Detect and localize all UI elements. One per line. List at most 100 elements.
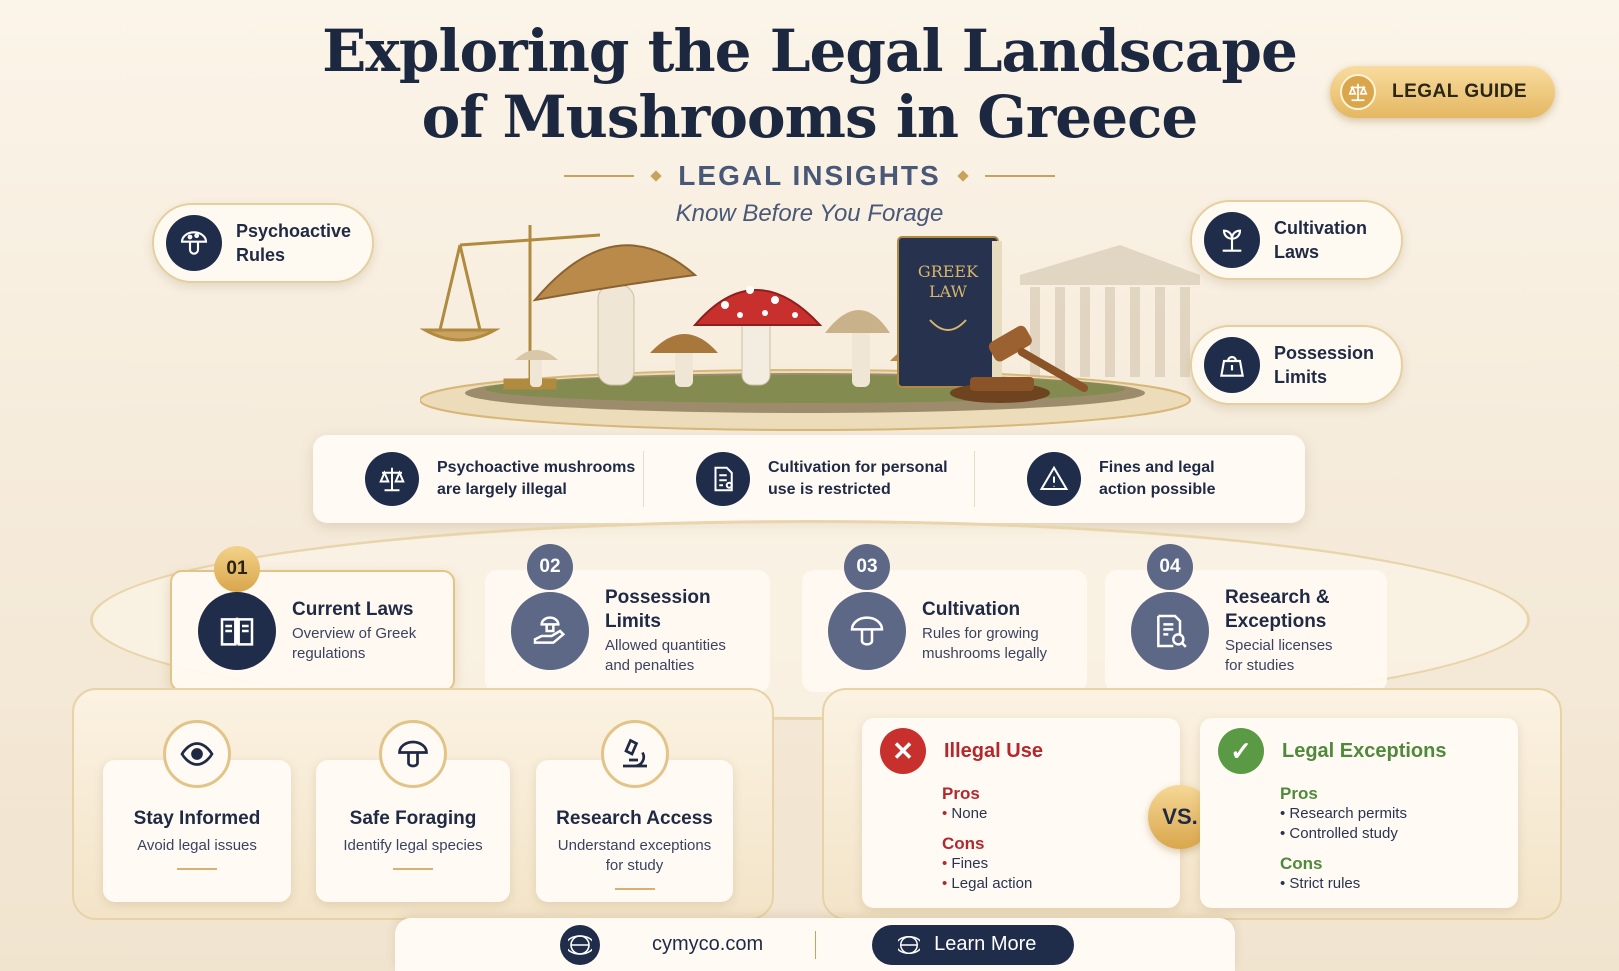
illegal-use-panel: ✕ Illegal Use Pros • None Cons • Fines •…	[862, 718, 1180, 908]
step-desc-1: Special licenses	[1225, 637, 1333, 654]
step-current-laws[interactable]: 01 Current Laws Overview of Greek regula…	[170, 546, 455, 692]
fact-item: Fines and legal action possible	[974, 451, 1305, 507]
tip-desc-2: for study	[605, 857, 664, 874]
hand-mushroom-icon	[511, 592, 589, 670]
tip-card-stay-informed[interactable]: Stay Informed Avoid legal issues	[103, 720, 291, 902]
gavel-illustration	[950, 325, 1089, 403]
pill-line-1: Possession	[1274, 343, 1375, 363]
eye-icon	[163, 720, 231, 788]
tip-title: Research Access	[556, 808, 713, 829]
divider	[815, 930, 817, 959]
tip-desc-1: Understand exceptions	[557, 837, 712, 854]
mushroom-icon	[828, 592, 906, 670]
greek-law-book: GREEK LAW	[897, 236, 1002, 388]
psychoactive-rules-pill[interactable]: Psychoactive Rules	[152, 203, 374, 283]
step-research-exceptions[interactable]: 04 Research & Exceptions Special license…	[1105, 544, 1387, 692]
step-cultivation[interactable]: 03 Cultivation Rules for growing mushroo…	[802, 544, 1087, 692]
step-number: 01	[214, 546, 260, 592]
fact-line-1: Fines and legal	[1099, 459, 1215, 476]
legal-guide-badge[interactable]: LEGAL GUIDE	[1330, 66, 1555, 118]
mushroom-icon	[166, 215, 222, 271]
scales-icon	[365, 452, 419, 506]
step-desc-1: Overview of Greek	[292, 625, 417, 642]
checkmark-icon: ✓	[1218, 728, 1264, 774]
globe-icon	[560, 924, 600, 965]
step-desc-2: and penalties	[605, 657, 695, 674]
mushroom-large	[532, 244, 698, 386]
key-facts-bar: Psychoactive mushrooms are largely illeg…	[313, 435, 1305, 523]
tip-underline	[393, 868, 433, 870]
law-book-icon	[198, 592, 276, 670]
fact-item: Psychoactive mushrooms are largely illeg…	[313, 451, 643, 507]
cons-label: Cons	[942, 834, 985, 853]
tip-card-safe-foraging[interactable]: Safe Foraging Identify legal species	[316, 720, 510, 902]
close-icon: ✕	[880, 728, 926, 774]
legal-exceptions-panel: ✓ Legal Exceptions Pros • Research permi…	[1200, 718, 1518, 908]
scales-illustration	[420, 225, 601, 390]
pill-line-1: Cultivation	[1274, 218, 1367, 238]
tip-desc-1: Avoid legal issues	[137, 837, 257, 854]
tip-desc-1: Identify legal species	[343, 837, 483, 854]
step-number: 03	[844, 544, 890, 590]
subtitle: LEGAL INSIGHTS	[678, 160, 941, 191]
microscope-icon	[600, 720, 669, 788]
tip-title: Stay Informed	[133, 808, 261, 829]
step-desc-2: regulations	[292, 645, 366, 662]
step-number: 02	[527, 544, 573, 590]
pill-line-2: Rules	[236, 245, 286, 265]
mushroom-icon	[379, 720, 447, 788]
step-desc-1: Allowed quantities	[605, 637, 726, 654]
divider	[564, 175, 635, 177]
mushroom-red	[692, 286, 823, 386]
possession-limits-pill[interactable]: Possession Limits	[1190, 325, 1403, 405]
cultivation-laws-pill[interactable]: Cultivation Laws	[1190, 200, 1403, 280]
step-title: Research &	[1225, 587, 1330, 608]
tip-card-research-access[interactable]: Research Access Understand exceptions fo…	[536, 720, 733, 902]
fact-line-2: action possible	[1099, 481, 1216, 498]
research-document-icon	[1131, 592, 1209, 670]
title-line-1: Exploring the Legal Landscape	[322, 17, 1298, 85]
divider	[984, 175, 1055, 177]
illegal-title: Illegal Use	[944, 739, 1043, 762]
fact-line-1: Psychoactive mushrooms	[437, 459, 636, 476]
page-title: Exploring the Legal Landscape of Mushroo…	[0, 18, 1619, 150]
step-possession-limits[interactable]: 02 Possession Limits Allowed quantities …	[485, 544, 770, 692]
step-title: Possession Limits	[605, 587, 711, 632]
globe-icon	[898, 935, 921, 954]
scales-icon	[1340, 74, 1376, 110]
fact-item: Cultivation for personal use is restrict…	[643, 451, 974, 507]
fact-line-2: are largely illegal	[437, 481, 567, 498]
pros-label: Pros	[1280, 784, 1318, 803]
learn-more-label: Learn More	[934, 933, 1037, 955]
fact-line-2: use is restricted	[768, 481, 891, 498]
legal-guide-label: LEGAL GUIDE	[1392, 81, 1527, 102]
step-desc-2: for studies	[1225, 657, 1295, 674]
tip-underline	[614, 888, 655, 890]
divider-diamond	[650, 170, 662, 182]
list-item: • Fines	[942, 855, 989, 872]
tip-title: Safe Foraging	[349, 808, 477, 829]
learn-more-button[interactable]: Learn More	[872, 924, 1075, 965]
pill-line-1: Psychoactive	[236, 221, 352, 241]
title-line-2: of Mushrooms in Greece	[421, 83, 1199, 151]
divider-diamond	[957, 170, 969, 182]
legal-title: Legal Exceptions	[1282, 739, 1447, 762]
list-item: • Research permits	[1280, 805, 1407, 822]
warning-icon	[1027, 452, 1081, 506]
list-item: • Strict rules	[1280, 875, 1361, 892]
hero-illustration: GREEK LAW	[420, 225, 1200, 431]
tip-underline	[177, 868, 217, 870]
fact-line-1: Cultivation for personal	[768, 459, 948, 476]
cons-label: Cons	[1280, 854, 1323, 873]
list-item: • Controlled study	[1280, 825, 1398, 842]
list-item: • None	[942, 805, 988, 822]
footer: cymyco.com Learn More	[395, 918, 1235, 971]
document-icon	[696, 452, 750, 506]
weight-icon	[1204, 337, 1260, 393]
tagline: Know Before You Forage	[675, 200, 944, 227]
subtitle-row: LEGAL INSIGHTS	[0, 160, 1619, 192]
website-link[interactable]: cymyco.com	[652, 933, 764, 955]
book-title-line-2: LAW	[929, 282, 968, 301]
list-item: • Legal action	[942, 875, 1033, 892]
step-title: Current Laws	[292, 599, 414, 620]
